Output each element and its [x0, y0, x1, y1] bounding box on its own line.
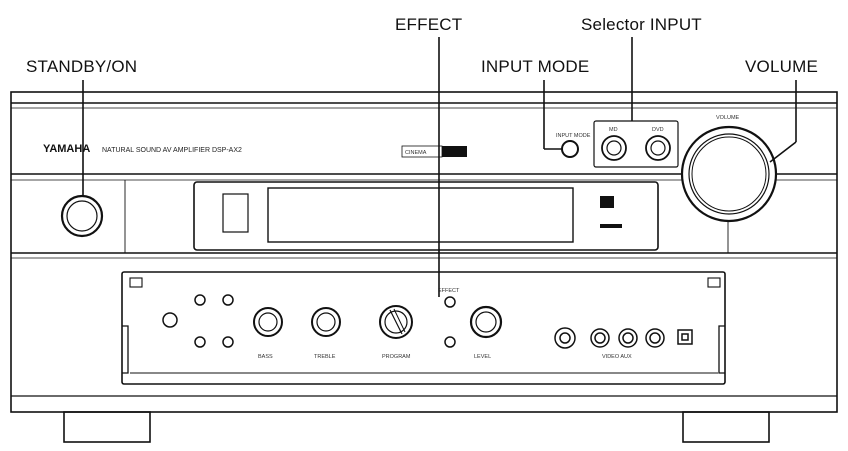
callout-input-mode: INPUT MODE — [481, 57, 590, 76]
input-mode-button[interactable] — [561, 140, 579, 158]
effect-panel-label: EFFECT — [438, 288, 460, 294]
callout-standby: STANDBY/ON — [26, 57, 138, 76]
level-label: LEVEL — [474, 354, 491, 360]
svg-text:CINEMA: CINEMA — [405, 150, 427, 156]
volume-knob[interactable] — [680, 125, 778, 223]
dvd-input-button[interactable] — [645, 135, 671, 161]
callout-effect: EFFECT — [395, 15, 463, 34]
level-knob[interactable] — [469, 305, 503, 339]
bass-label: BASS — [258, 354, 273, 360]
cinema-dsp-badge: CINEMA — [401, 145, 467, 158]
display-window — [193, 181, 659, 251]
md-input-button[interactable] — [601, 135, 627, 161]
callout-selector-input: Selector INPUT — [581, 15, 702, 34]
standby-on-button[interactable] — [60, 194, 104, 238]
treble-label: TREBLE — [314, 354, 336, 360]
md-label: MD — [609, 127, 618, 133]
volume-panel-label: VOLUME — [716, 115, 740, 121]
left-foot — [63, 411, 151, 443]
callout-volume: VOLUME — [745, 57, 818, 76]
brand-logo: YAMAHA — [43, 143, 90, 155]
program-label: PROGRAM — [382, 354, 411, 360]
leader-lines — [82, 37, 797, 297]
program-selector[interactable] — [379, 305, 413, 339]
model-name: NATURAL SOUND AV AMPLIFIER DSP-AX2 — [102, 147, 242, 154]
selector-input-box — [593, 120, 679, 168]
treble-knob[interactable] — [311, 307, 341, 337]
dvd-label: DVD — [652, 127, 664, 133]
video-aux-label: VIDEO AUX — [602, 354, 632, 360]
input-mode-panel-label: INPUT MODE — [556, 133, 591, 139]
receiver-chassis — [10, 91, 838, 413]
video-aux-jacks — [554, 327, 693, 349]
bass-knob[interactable] — [253, 307, 283, 337]
right-foot — [682, 411, 770, 443]
front-door-panel — [121, 271, 726, 385]
